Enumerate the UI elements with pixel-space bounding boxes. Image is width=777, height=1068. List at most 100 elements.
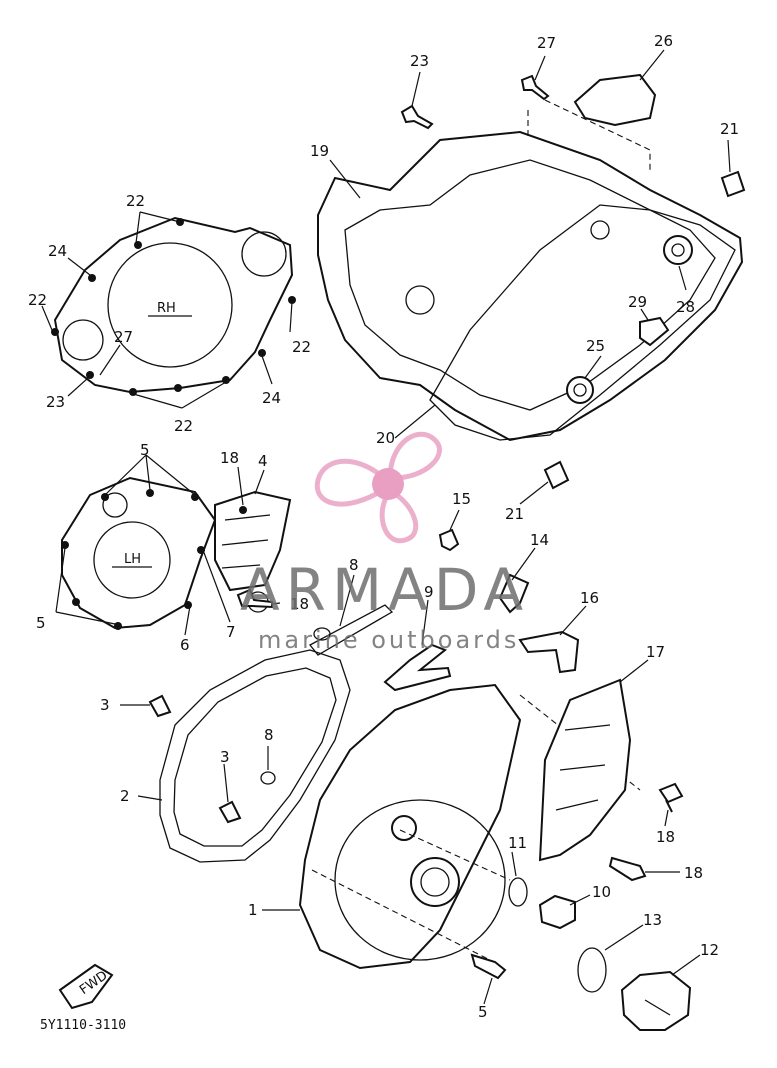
bolt-15: [438, 528, 460, 552]
callout-29: 29: [628, 293, 647, 311]
callout-27: 27: [114, 328, 133, 346]
sprocket-cover-4-ribs: [221, 514, 271, 569]
gasket-2: [159, 649, 351, 863]
guide-16: [518, 630, 580, 674]
callout-26: 26: [654, 32, 673, 50]
crankcase-bore: [405, 285, 435, 315]
gasket-20: [429, 204, 736, 441]
crankcase-cover: [317, 130, 744, 442]
callout-27: 27: [537, 34, 556, 52]
bolt-27-top: [520, 74, 550, 101]
bolt-23-top: [400, 104, 434, 130]
callout-8: 8: [264, 726, 274, 744]
plate-17-ribs: [555, 724, 611, 811]
callout-21: 21: [720, 120, 739, 138]
cover-26: [573, 73, 657, 127]
generator-cover-port-small: [391, 815, 417, 841]
bolt-5-lower: [470, 953, 507, 980]
cap-12-slot: [644, 999, 671, 1016]
callout-7: 7: [226, 623, 236, 641]
lh-label: LH: [124, 552, 141, 567]
lh-cover-dome: [93, 521, 171, 599]
callout-1: 1: [248, 901, 258, 919]
callout-11: 11: [508, 834, 527, 852]
oring-13: [577, 947, 607, 993]
callout-18: 18: [290, 595, 309, 613]
plate-17: [538, 678, 632, 862]
rh-cover: [53, 216, 294, 394]
dowel-21-top: [720, 170, 746, 198]
leader-lines: [41, 49, 731, 1005]
plug-10: [538, 894, 576, 930]
callout-22: 22: [174, 417, 193, 435]
dowel-21-lower: [543, 460, 570, 490]
callout-23: 23: [410, 52, 429, 70]
callout-19: 19: [310, 142, 329, 160]
clamp-14: [498, 573, 530, 614]
dowel-3-upper: [148, 694, 172, 718]
gear-28: [663, 235, 693, 265]
callout-24: 24: [262, 389, 281, 407]
callout-13: 13: [643, 911, 662, 929]
guide-line-26: [527, 99, 651, 170]
callout-23: 23: [46, 393, 65, 411]
rh-cover-assembly: RH: [51, 216, 296, 396]
callout-15: 15: [452, 490, 471, 508]
fwd-arrow: FWD: [58, 963, 114, 1010]
oring-8-lower: [260, 771, 276, 785]
callout-5: 5: [478, 1003, 488, 1021]
callout-25: 25: [586, 337, 605, 355]
generator-cover-port-large: [410, 857, 460, 907]
callout-9: 9: [424, 583, 434, 601]
callout-5: 5: [140, 441, 150, 459]
callout-5: 5: [36, 614, 46, 632]
callout-16: 16: [580, 589, 599, 607]
lh-cover-assembly: LH: [61, 476, 292, 630]
callout-2: 2: [120, 787, 130, 805]
crankcase-boss: [590, 220, 610, 240]
bolt-18-mid: [658, 782, 684, 813]
callout-8: 8: [349, 556, 359, 574]
crankcase-inner-wall: [344, 159, 716, 411]
callout-6: 6: [180, 636, 190, 654]
bracket-29: [639, 316, 670, 347]
callout-4: 4: [258, 452, 268, 470]
callout-20: 20: [376, 429, 395, 447]
callout-28: 28: [676, 298, 695, 316]
callout-17: 17: [646, 643, 665, 661]
bolt-18-upper: [236, 588, 273, 609]
gasket-2-strip: [309, 604, 394, 656]
gasket-2-inner: [173, 667, 337, 847]
lh-cover-boss: [102, 492, 128, 518]
callout-21: 21: [505, 505, 524, 523]
generator-cover-dome: [334, 799, 506, 961]
callout-18: 18: [656, 828, 675, 846]
rh-cover-port: [241, 231, 287, 277]
oring-8-upper: [313, 627, 331, 641]
generator-cover-port-inner: [420, 867, 450, 897]
callout-12: 12: [700, 941, 719, 959]
rh-label: RH: [157, 301, 176, 316]
generator-cover-assembly: [148, 528, 692, 1031]
armada-watermark: ARMADA marine outboards: [240, 431, 529, 654]
plate-9: [383, 643, 452, 692]
propeller-logo-icon: [314, 431, 442, 544]
callout-22: 22: [28, 291, 47, 309]
callout-22: 22: [292, 338, 311, 356]
guide-line-cover: [311, 694, 641, 961]
crankcase-cover-assembly: [317, 73, 746, 490]
rh-cover-clutch-dome: [107, 242, 233, 368]
callout-3: 3: [100, 696, 110, 714]
callout-18: 18: [684, 864, 703, 882]
callout-14: 14: [530, 531, 549, 549]
bolt-18-lower: [608, 856, 647, 882]
callout-numbers: 23 27 26 21 19 22 24 22 27 23 22 24 22 2…: [28, 32, 739, 1021]
dowel-3-lower: [218, 800, 242, 824]
cap-12: [620, 970, 692, 1031]
watermark-brand: ARMADA: [240, 556, 529, 624]
diagram-code: 5Y1110-3110: [40, 1018, 127, 1033]
rh-cover-lower-port: [62, 319, 104, 361]
bearing-25: [566, 376, 594, 404]
gear-28-hub: [671, 243, 685, 257]
